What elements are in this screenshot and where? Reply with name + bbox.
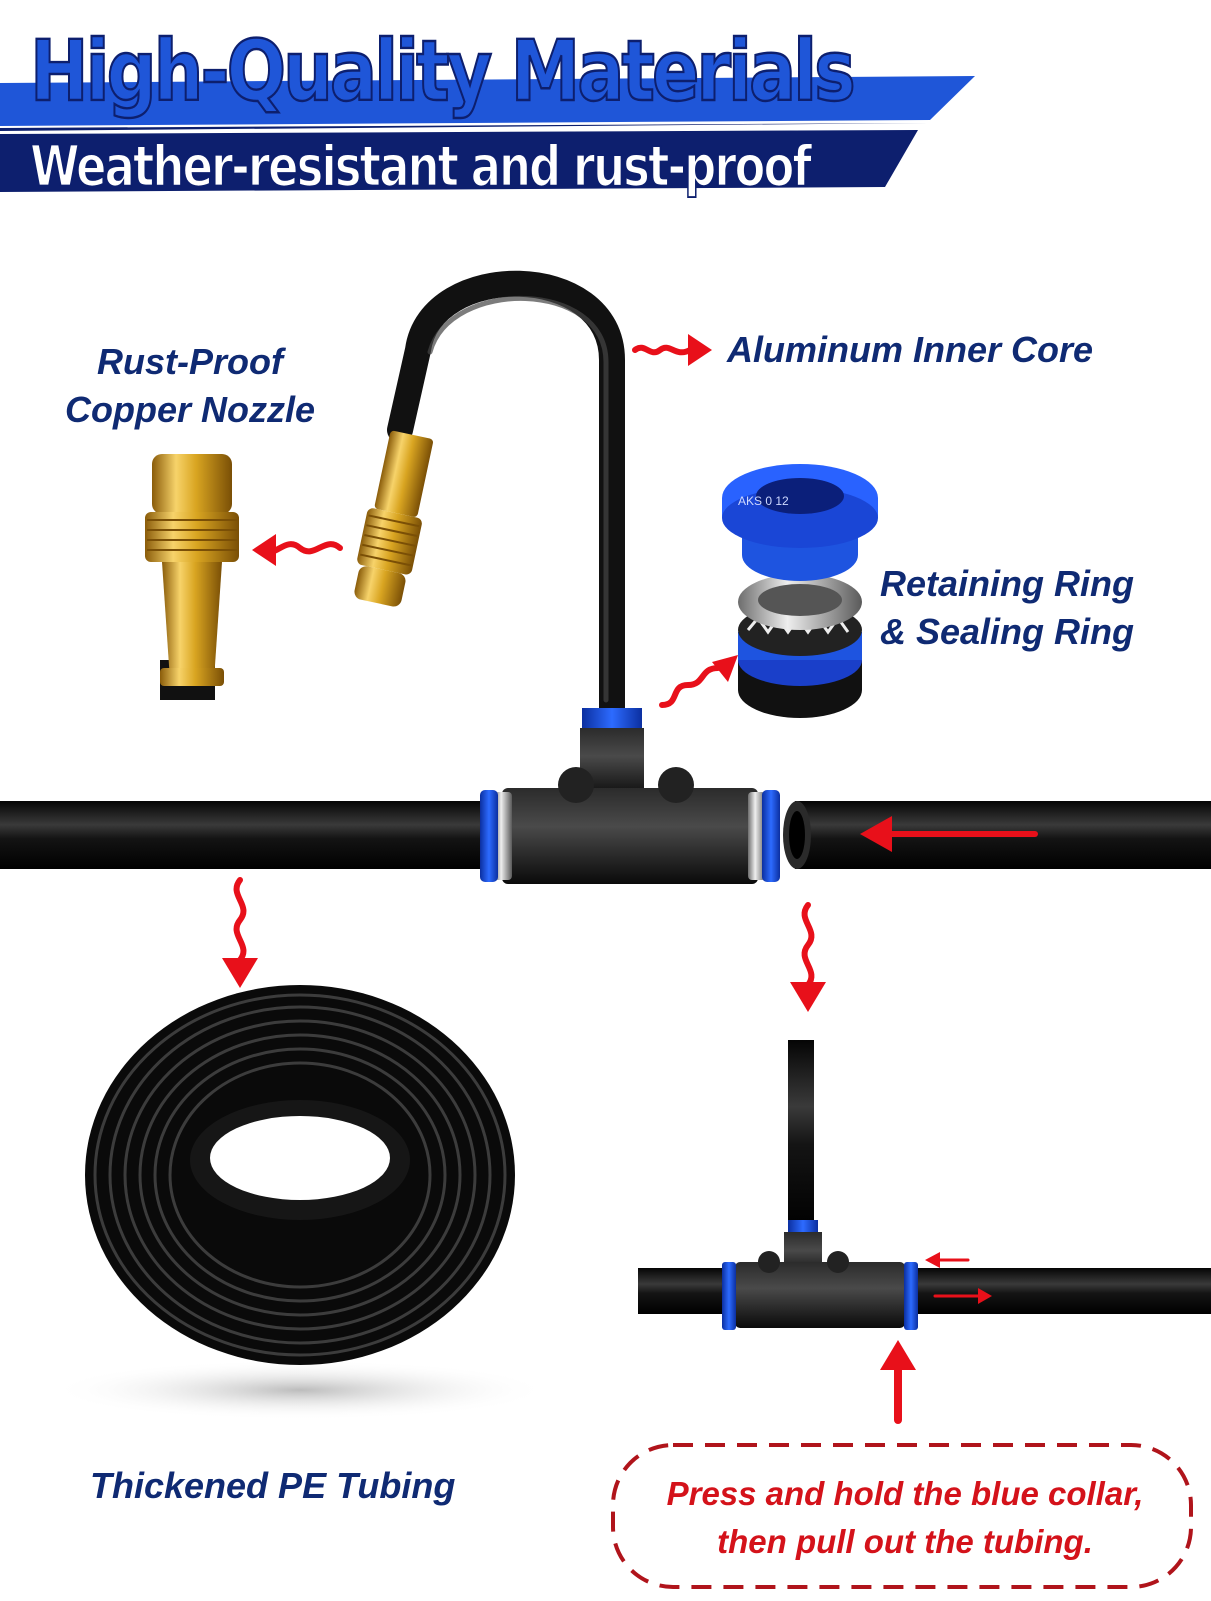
- attached-nozzle: [354, 430, 433, 607]
- nozzle-label-line1: Rust-Proof: [97, 341, 283, 382]
- page-title: High-Quality Materials: [29, 21, 857, 122]
- retaining-sealing-ring: AKS 0 12: [722, 464, 878, 718]
- instruction-frame: [611, 1443, 1193, 1589]
- ring-label-line1: Retaining Ring: [880, 563, 1134, 604]
- nozzle-label: Rust-Proof Copper Nozzle: [40, 338, 340, 434]
- arrow-to-core: [632, 344, 693, 356]
- pe-tubing-coil: [50, 985, 550, 1420]
- instruction-line2: then pull out the tubing.: [717, 1522, 1093, 1560]
- arrow-heads: [222, 334, 992, 1370]
- ring-label: Retaining Ring & Sealing Ring: [880, 560, 1134, 656]
- ring-marking-text: AKS 0 12: [738, 494, 789, 508]
- arrow-to-ring: [659, 665, 721, 708]
- gooseneck-tube: [387, 270, 625, 733]
- gooseneck-highlight: [427, 296, 609, 703]
- inner-core-label: Aluminum Inner Core: [727, 329, 1094, 370]
- ring-label-line2: & Sealing Ring: [880, 611, 1135, 652]
- page-subtitle: Weather-resistant and rust-proof: [29, 132, 812, 200]
- title-banner-stripe: [0, 76, 975, 126]
- copper-nozzle-closeup: [145, 454, 239, 700]
- tee-demo-illustration: [638, 1040, 1211, 1330]
- instruction-line1: Press and hold the blue collar,: [666, 1474, 1144, 1512]
- main-tube-left: [0, 801, 500, 869]
- nozzle-label-line2: Copper Nozzle: [64, 389, 315, 430]
- tee-fitting: [480, 708, 780, 884]
- arrow-to-demo: [801, 902, 815, 988]
- banner-divider: [0, 123, 930, 131]
- header-banner: [0, 76, 975, 192]
- subtitle-banner-stripe: [0, 130, 918, 192]
- arrow-to-coil: [233, 877, 247, 963]
- instruction-text: Press and hold the blue collar, then pul…: [620, 1450, 1190, 1585]
- tubing-label: Thickened PE Tubing: [90, 1465, 456, 1506]
